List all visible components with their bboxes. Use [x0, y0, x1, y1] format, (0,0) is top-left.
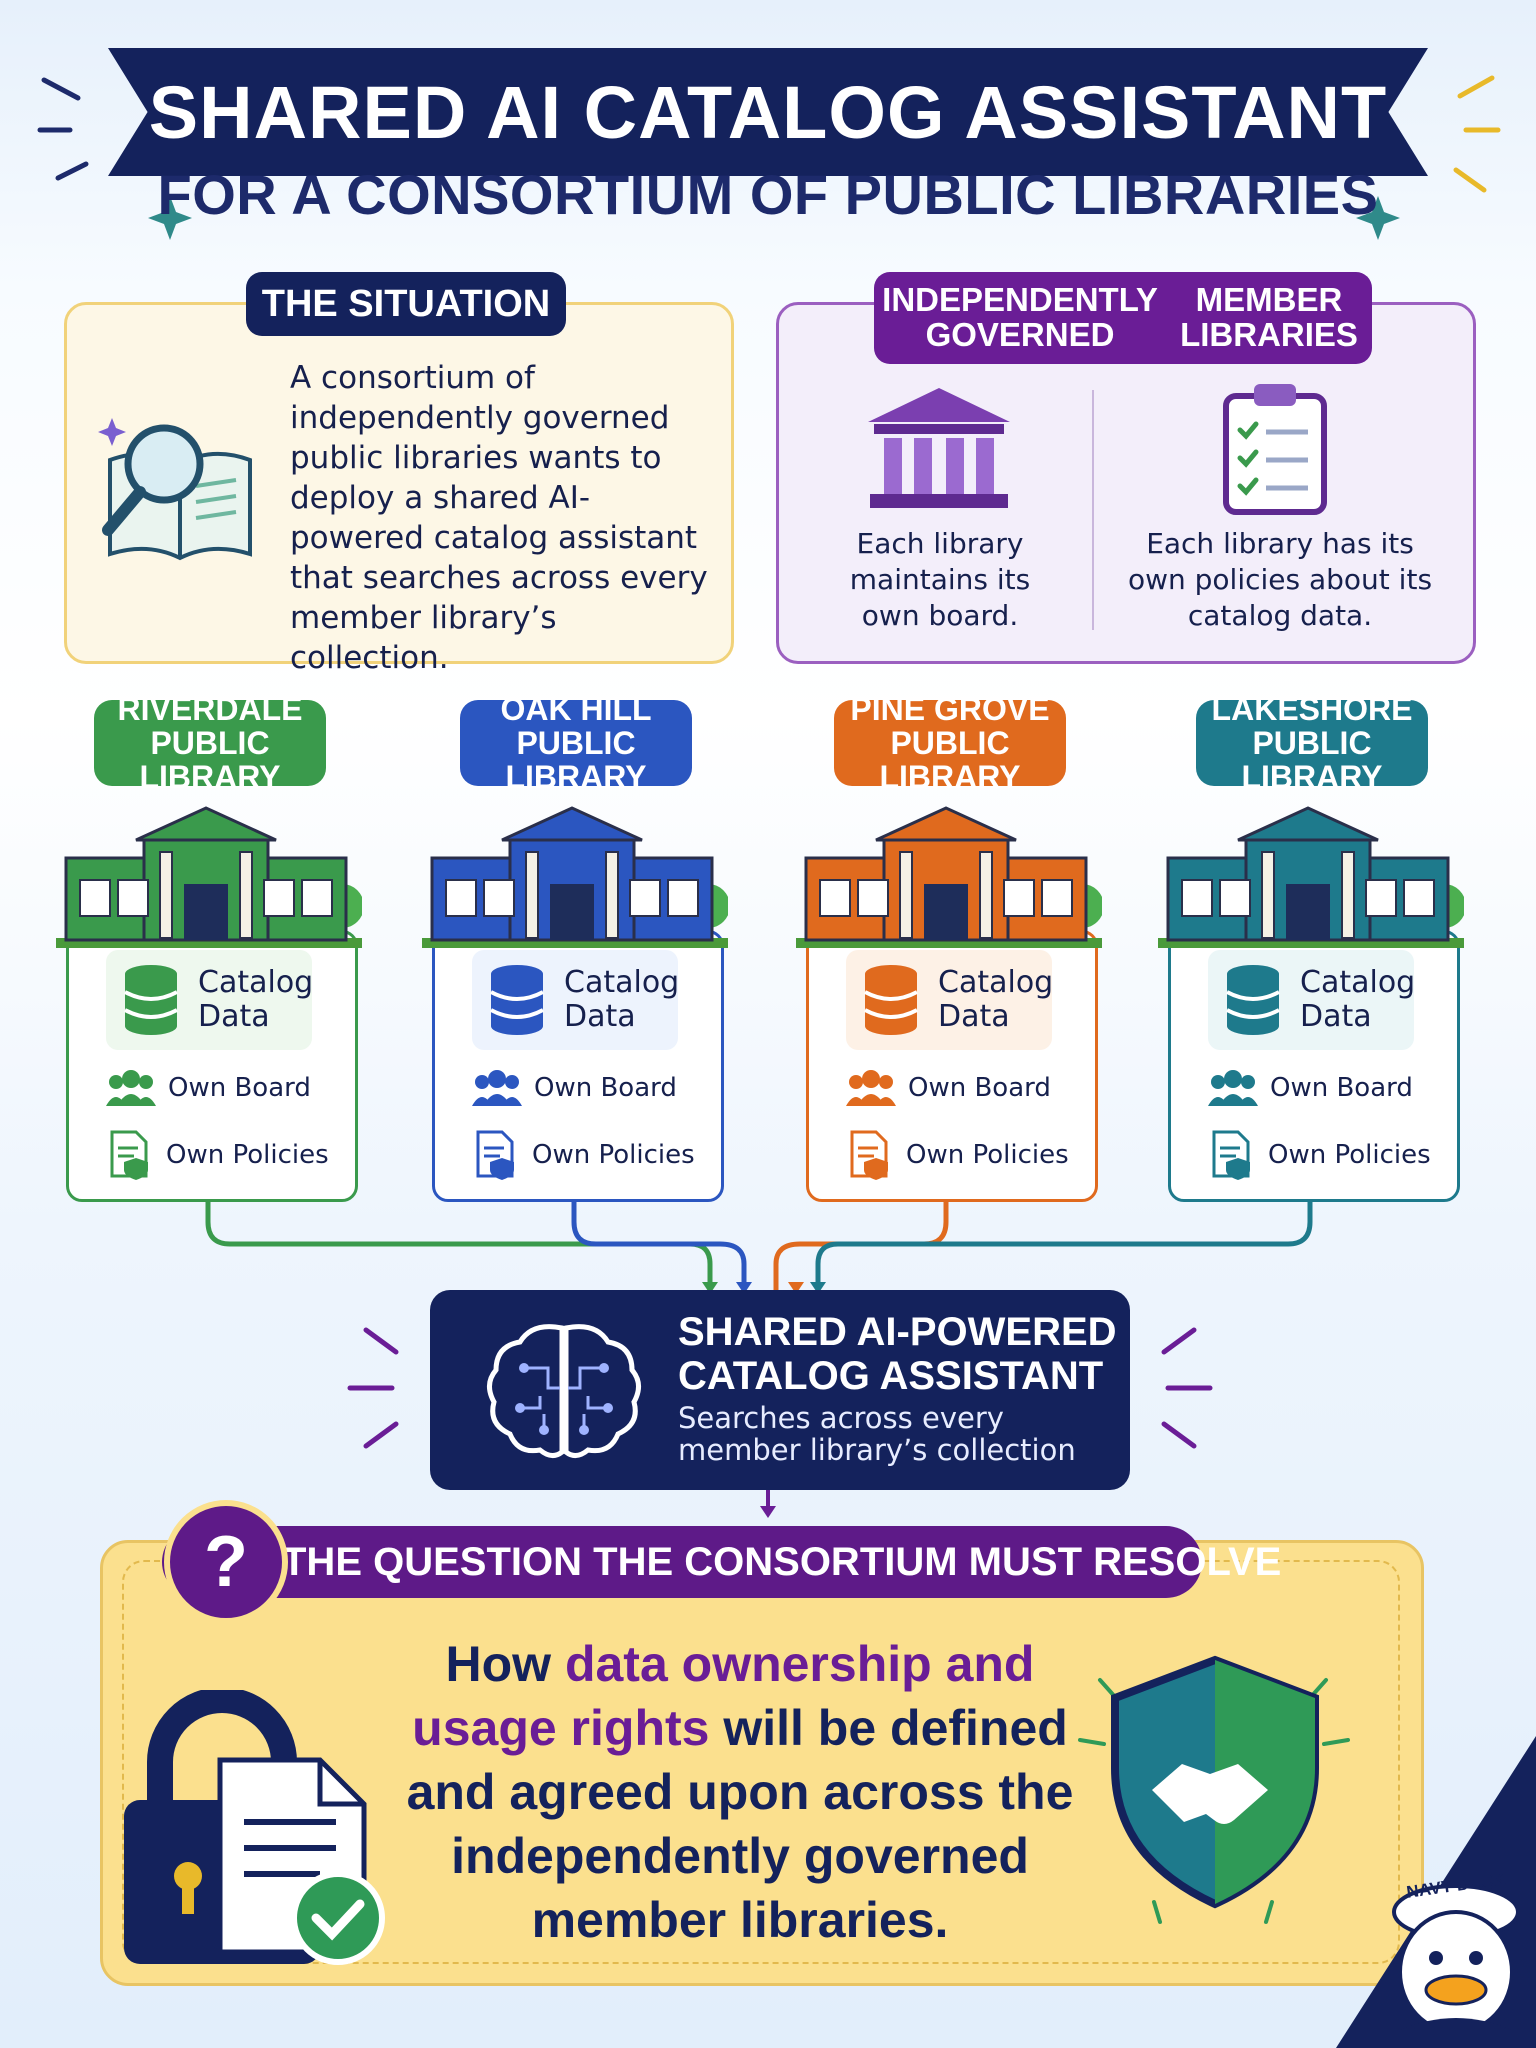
clipboard-checklist-icon — [1223, 384, 1327, 515]
library-name-badge: RIVERDALE PUBLIC LIBRARY — [94, 692, 326, 794]
question-text-pre: How — [445, 1636, 565, 1692]
own-policies-label: Own Policies — [906, 1140, 1069, 1170]
own-policies-row: Own Policies — [846, 1130, 1069, 1180]
policy-document-icon — [1212, 1130, 1250, 1180]
question-heading-pill — [162, 1526, 1202, 1598]
handshake-shield-icon — [1078, 1655, 1350, 1924]
library-name-line1: PINE GROVE — [850, 691, 1050, 727]
people-group-icon — [472, 1070, 522, 1106]
question-mark-icon: ? — [164, 1500, 288, 1624]
ai-rays — [347, 1327, 1213, 1449]
database-icon — [1226, 965, 1280, 1035]
question-heading: THE QUESTION THE CONSORTIUM MUST RESOLVE — [282, 1540, 1282, 1584]
own-board-row: Own Board — [104, 1068, 311, 1108]
situation-heading: THE SITUATION — [246, 272, 566, 336]
catalog-data-label: Catalog Data — [938, 965, 1054, 1034]
library-name-line1: LAKESHORE — [1211, 691, 1413, 727]
library-building-illustration — [422, 806, 728, 948]
connector-arrows — [205, 1200, 1313, 1294]
library-name-line2: PUBLIC LIBRARY — [879, 725, 1021, 795]
library-name-line2: PUBLIC LIBRARY — [139, 725, 281, 795]
ai-assistant-subtitle: Searches across every member library’s c… — [678, 1401, 1076, 1467]
catalog-data-box: Catalog Data — [106, 950, 314, 1050]
own-board-row: Own Board — [1206, 1068, 1413, 1108]
own-policies-label: Own Policies — [532, 1140, 695, 1170]
own-policies-row: Own Policies — [472, 1130, 695, 1180]
duck-mascot-icon — [1392, 1884, 1520, 2046]
question-text-highlight: data ownership and usage rights — [412, 1636, 1035, 1756]
policy-document-icon — [476, 1130, 514, 1180]
page-title: SHARED AI CATALOG ASSISTANT — [108, 48, 1428, 176]
policy-description: Each library has its own policies about … — [1127, 527, 1433, 632]
ai-assistant-title: SHARED AI-POWERED CATALOG ASSISTANT — [678, 1310, 1117, 1398]
governance-divider — [1092, 390, 1094, 630]
library-name-badge: LAKESHORE PUBLIC LIBRARY — [1196, 692, 1428, 794]
governance-heading: INDEPENDENTLY GOVERNED MEMBER LIBRARIES — [874, 272, 1372, 364]
own-board-label: Own Board — [534, 1073, 677, 1103]
brain-circuit-icon — [487, 1324, 641, 1458]
catalog-data-label: Catalog Data — [198, 965, 314, 1034]
sparkle-decorations — [37, 75, 1501, 240]
own-board-label: Own Board — [1270, 1073, 1413, 1103]
own-policies-row: Own Policies — [106, 1130, 329, 1180]
board-description: Each library maintains its own board. — [849, 527, 1031, 632]
policy-document-icon — [110, 1130, 148, 1180]
question-text-post: will be defined and agreed upon across t… — [406, 1700, 1074, 1948]
down-arrow — [760, 1490, 776, 1518]
library-name-line2: PUBLIC LIBRARY — [1241, 725, 1383, 795]
situation-body: A consortium of independently governed p… — [290, 360, 708, 676]
catalog-data-box: Catalog Data — [846, 950, 1054, 1050]
governance-heading-line2: MEMBER LIBRARIES — [1180, 281, 1358, 353]
database-icon — [490, 965, 544, 1035]
own-board-label: Own Board — [908, 1073, 1051, 1103]
library-name-line2: PUBLIC LIBRARY — [505, 725, 647, 795]
own-policies-label: Own Policies — [166, 1140, 329, 1170]
people-group-icon — [1208, 1070, 1258, 1106]
library-name-badge: PINE GROVE PUBLIC LIBRARY — [834, 692, 1066, 794]
policy-document-icon — [850, 1130, 888, 1180]
database-icon — [864, 965, 918, 1035]
library-building-illustration — [56, 806, 362, 948]
own-policies-row: Own Policies — [1208, 1130, 1431, 1180]
catalog-data-label: Catalog Data — [1300, 965, 1416, 1034]
book-magnifier-icon — [98, 418, 252, 561]
database-icon — [124, 965, 178, 1035]
library-building-icon — [868, 388, 1010, 508]
people-group-icon — [846, 1070, 896, 1106]
library-name-line1: RIVERDALE — [117, 691, 303, 727]
question-text: How data ownership and usage rights will… — [380, 1632, 1100, 1952]
catalog-data-label: Catalog Data — [564, 965, 680, 1034]
governance-heading-line1: INDEPENDENTLY GOVERNED — [882, 281, 1158, 353]
library-building-illustration — [1158, 806, 1464, 948]
catalog-data-box: Catalog Data — [1208, 950, 1416, 1050]
own-board-row: Own Board — [844, 1068, 1051, 1108]
library-name-line1: OAK HILL — [500, 691, 652, 727]
catalog-data-box: Catalog Data — [472, 950, 680, 1050]
library-building-illustration — [796, 806, 1102, 948]
lock-document-icon — [124, 1690, 385, 1965]
own-board-label: Own Board — [168, 1073, 311, 1103]
people-group-icon — [106, 1070, 156, 1106]
page-subtitle: FOR A CONSORTIUM OF PUBLIC LIBRARIES — [157, 163, 1379, 226]
library-name-badge: OAK HILL PUBLIC LIBRARY — [460, 692, 692, 794]
own-board-row: Own Board — [470, 1068, 677, 1108]
own-policies-label: Own Policies — [1268, 1140, 1431, 1170]
